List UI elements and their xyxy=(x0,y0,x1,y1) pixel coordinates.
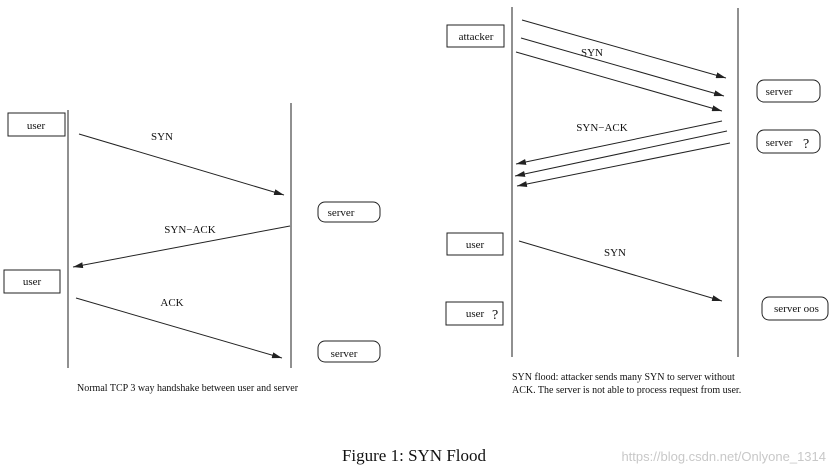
flood-syn-ack-arrow-1 xyxy=(515,120,723,165)
server-question-mark: ? xyxy=(803,137,809,152)
syn-flood-caption-line2: ACK. The server is not able to process r… xyxy=(512,385,741,396)
server-label-right-2: server xyxy=(766,137,793,149)
user-box-right-2 xyxy=(445,301,504,326)
syn-arrow xyxy=(78,133,285,196)
server-label-right-3: server oos xyxy=(774,303,819,315)
flood-syn-ack-arrow-3 xyxy=(516,142,731,187)
user-box-right-1 xyxy=(446,232,504,256)
user-question-mark: ? xyxy=(492,308,498,323)
user-label-right-2: user xyxy=(466,308,485,320)
normal-handshake-caption: Normal TCP 3 way handshake between user … xyxy=(77,383,299,394)
user-label-top: user xyxy=(27,120,46,132)
figure-caption: Figure 1: SYN Flood xyxy=(342,446,487,465)
ack-arrow xyxy=(75,297,283,359)
flood-syn-ack-arrow-2 xyxy=(514,130,728,177)
syn-flood-caption-line1: SYN flood: attacker sends many SYN to se… xyxy=(512,372,735,383)
normal-handshake-panel: user user server server SYN SYN−ACK ACK … xyxy=(3,103,381,394)
attacker-label: attacker xyxy=(459,31,494,43)
server-label-1: server xyxy=(328,207,355,219)
user-box-top xyxy=(7,112,66,137)
user-syn-label: SYN xyxy=(604,247,626,259)
server-box-2 xyxy=(317,340,381,363)
server-label-2: server xyxy=(331,348,358,360)
ack-label: ACK xyxy=(160,297,183,309)
server-box-1 xyxy=(317,201,381,223)
server-label-right-1: server xyxy=(766,86,793,98)
flood-syn-arrow-1 xyxy=(521,19,727,79)
attacker-box xyxy=(446,24,505,48)
syn-ack-arrow xyxy=(72,225,291,269)
server-box-right-2 xyxy=(756,129,821,154)
flood-syn-arrow-2 xyxy=(520,37,725,97)
server-box-right-1 xyxy=(756,79,821,103)
flood-syn-arrow-3 xyxy=(515,51,723,112)
syn-label: SYN xyxy=(151,131,173,143)
user-label-bottom: user xyxy=(23,276,42,288)
user-label-right-1: user xyxy=(466,239,485,251)
server-box-right-3 xyxy=(761,296,829,321)
user-syn-arrow xyxy=(518,240,723,302)
flood-syn-ack-label: SYN−ACK xyxy=(576,122,627,134)
watermark: https://blog.csdn.net/Onlyone_1314 xyxy=(621,449,826,464)
syn-ack-label: SYN−ACK xyxy=(164,224,215,236)
syn-flood-panel: attacker SYN server SYN−ACK server ? use… xyxy=(445,7,829,396)
user-box-bottom xyxy=(3,269,61,294)
flood-syn-label: SYN xyxy=(581,47,603,59)
